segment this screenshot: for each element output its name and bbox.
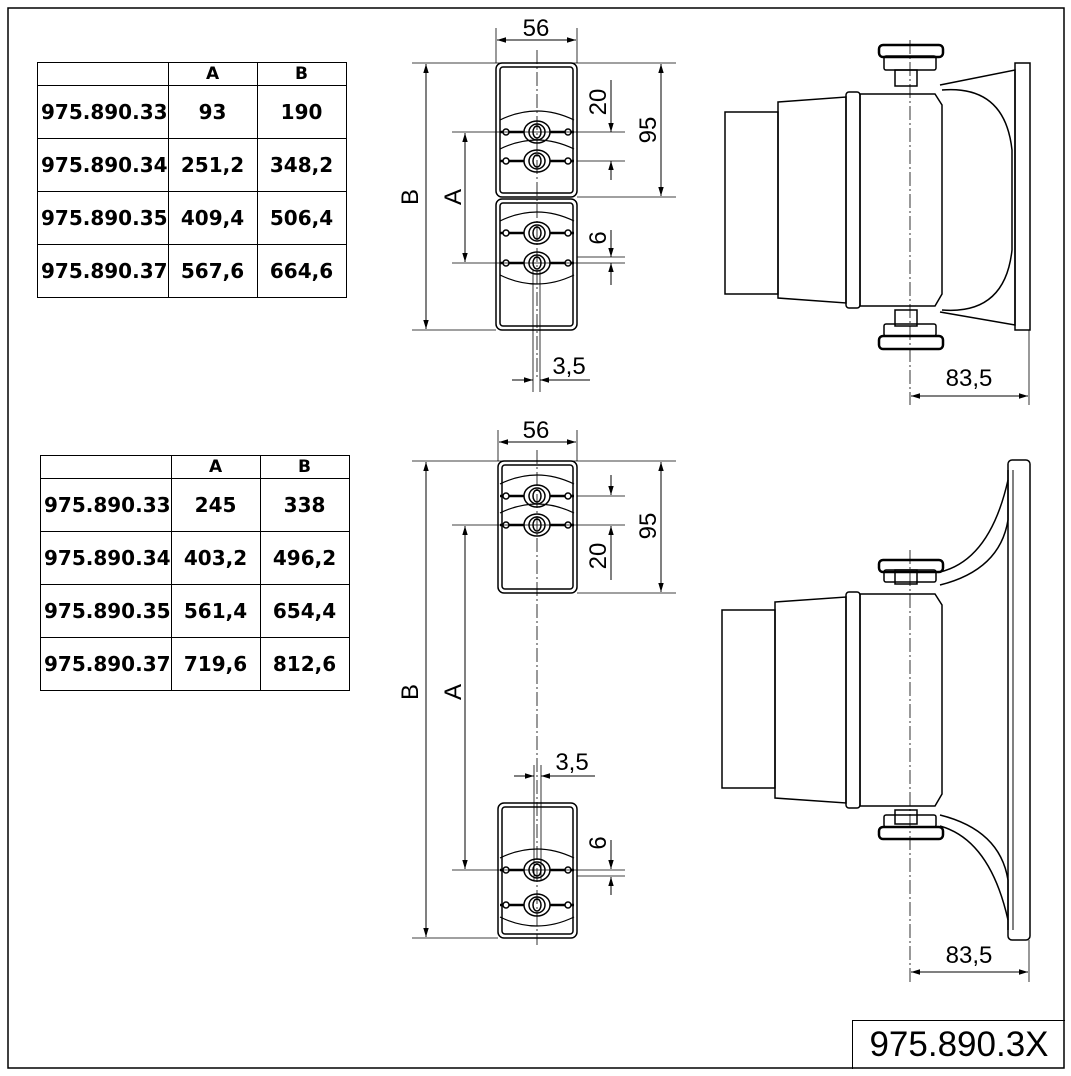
cell: 403,2	[170, 531, 261, 585]
dim-height-top: 95	[635, 117, 662, 144]
cell: 975.890.34	[40, 531, 172, 585]
dim-gap-top: 3,5	[552, 353, 585, 380]
dim-offset-top: 6	[585, 231, 612, 244]
dim-height-bottom: 95	[635, 513, 662, 540]
cell: 496,2	[259, 531, 350, 585]
dim-depth-top: 83,5	[946, 365, 993, 392]
dim-pitch-top: 20	[585, 89, 612, 116]
cell: 975.890.33	[37, 85, 169, 139]
cell: 506,4	[256, 191, 347, 245]
cell: 190	[256, 85, 347, 139]
header-cell: A	[167, 62, 258, 86]
dim-a-bottom: A	[440, 684, 467, 700]
cell: 975.890.34	[37, 138, 169, 192]
front-view-bottom	[412, 430, 676, 945]
cell: 664,6	[256, 244, 347, 298]
dim-pitch-bottom: 20	[585, 543, 612, 570]
dim-a-top: A	[440, 189, 467, 205]
cell: 812,6	[259, 637, 350, 691]
cell: 975.890.37	[37, 244, 169, 298]
cell: 719,6	[170, 637, 261, 691]
dim-depth-bottom: 83,5	[946, 942, 993, 969]
header-cell	[40, 455, 172, 479]
header-cell: B	[256, 62, 347, 86]
drawing-border	[7, 7, 1065, 1069]
cell: 348,2	[256, 138, 347, 192]
cell: 567,6	[167, 244, 258, 298]
cell: 93	[167, 85, 258, 139]
cell: 654,4	[259, 584, 350, 638]
dim-b-top: B	[397, 189, 424, 205]
table-header: A B	[40, 455, 350, 479]
cell: 975.890.35	[40, 584, 172, 638]
dim-width-bottom: 56	[523, 417, 550, 444]
cell: 338	[259, 478, 350, 532]
table-header: A B	[37, 62, 347, 86]
cell: 561,4	[170, 584, 261, 638]
title-block-part-number: 975.890.3X	[852, 1020, 1065, 1069]
side-view-bottom	[721, 459, 1031, 982]
cell: 409,4	[167, 191, 258, 245]
cell: 975.890.37	[40, 637, 172, 691]
cell: 251,2	[167, 138, 258, 192]
cell: 975.890.33	[40, 478, 172, 532]
header-cell: B	[259, 455, 350, 479]
side-view-top	[724, 40, 1031, 405]
dim-width-top: 56	[523, 15, 550, 42]
front-view-top	[412, 28, 676, 392]
dim-gap-bottom: 3,5	[555, 749, 588, 776]
dim-offset-bottom: 6	[585, 836, 612, 849]
header-cell	[37, 62, 169, 86]
cell: 975.890.35	[37, 191, 169, 245]
dim-b-bottom: B	[397, 684, 424, 700]
cell: 245	[170, 478, 261, 532]
header-cell: A	[170, 455, 261, 479]
